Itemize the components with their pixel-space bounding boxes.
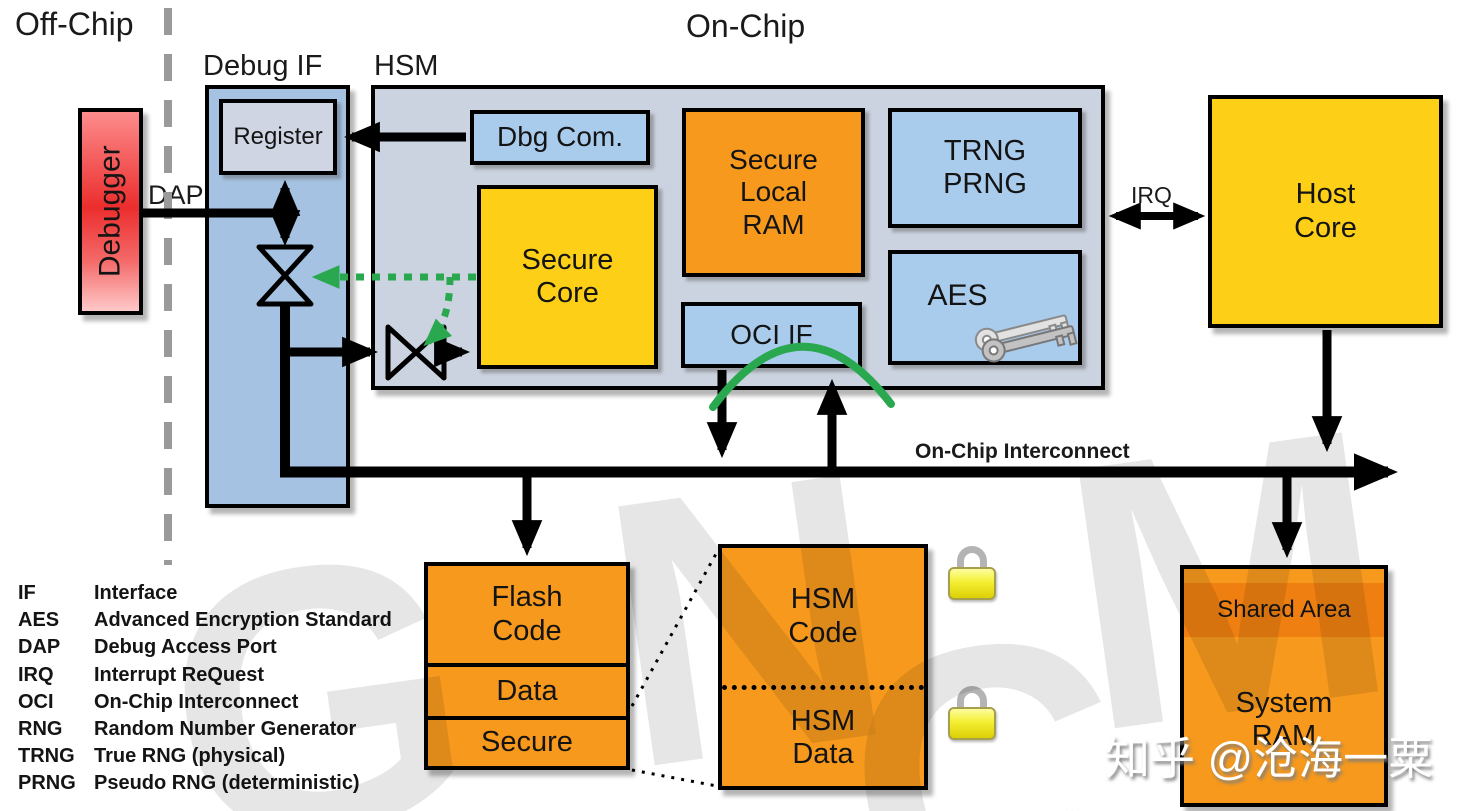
legend-desc: On-Chip Interconnect [94,690,299,713]
dap-signal-label: DAP [148,180,204,210]
flash-code-section: Flash Code [428,566,626,663]
system-ram-block: Shared Area System RAM [1180,565,1388,807]
flash-to-hsm-memory-dotted-bottom [631,768,718,788]
dbg-com-block: Dbg Com. [470,110,650,165]
lock-icon [946,546,998,602]
legend-desc: Advanced Encryption Standard [94,609,392,632]
hsm-code-section: HSM Code [722,548,924,690]
lock-body [948,567,996,600]
flash-secure-section: Secure [428,716,626,766]
flash-to-hsm-memory-dotted-top [630,551,719,707]
lock-body [948,707,996,740]
host-core-label: Host Core [1294,178,1357,244]
system-ram-top-strip [1184,569,1384,583]
lock-shackle [957,546,987,572]
secure-local-ram-label: Secure Local RAM [729,144,818,240]
flash-data-section: Data [428,663,626,716]
register-block: Register [219,99,337,175]
system-ram-label-area: System RAM [1184,637,1384,803]
hsm-data-label: HSM Data [790,704,856,770]
legend-abbr: DAP [18,636,61,659]
secure-local-ram-block: Secure Local RAM [682,108,865,277]
dbg-com-label: Dbg Com. [496,121,624,153]
legend-abbr: RNG [18,718,63,741]
flash-data-label: Data [496,674,558,707]
legend-abbr: PRNG [18,772,76,795]
legend-abbr: OCI [18,690,54,713]
hsm-code-label: HSM Code [788,583,858,649]
legend-row: IRQ Interrupt ReQuest [18,662,392,689]
key-icon [973,308,1085,370]
hsm-memory-block: HSM Code HSM Data [718,544,928,790]
legend-abbr: IF [18,582,36,604]
legend-desc: Debug Access Port [94,636,277,659]
legend-desc: Interface [94,582,178,604]
legend-row: TRNG True RNG (physical) [18,743,392,770]
interconnect-label: On-Chip Interconnect [915,440,1130,463]
debug-if-title: Debug IF [203,50,323,82]
aes-label: AES [927,279,988,313]
lock-shackle [957,686,987,712]
flash-block: Flash Code Data Secure [424,562,630,770]
legend-row: DAP Debug Access Port [18,634,392,661]
hsm-data-section: HSM Data [722,690,924,786]
legend-row: RNG Random Number Generator [18,716,392,743]
legend-abbr: TRNG [18,745,75,768]
legend-desc: Pseudo RNG (deterministic) [94,772,360,795]
legend-row: IF Interface [18,580,392,607]
system-ram-label: System RAM [1235,686,1333,752]
shared-area-band: Shared Area [1184,583,1384,637]
host-core-block: Host Core [1208,95,1443,328]
flash-code-label: Flash Code [491,581,563,647]
lock-icon [946,686,998,742]
legend-desc: True RNG (physical) [94,745,286,768]
secure-core-block: Secure Core [477,185,658,369]
secure-core-label: Secure Core [521,243,614,309]
debugger-label: Debugger [93,145,127,278]
trng-prng-block: TRNG PRNG [888,108,1082,228]
legend-row: PRNG Pseudo RNG (deterministic) [18,770,392,797]
flash-secure-label: Secure [481,726,573,759]
on-chip-region-label: On-Chip [686,8,806,44]
hsm-title: HSM [374,50,439,82]
aes-block: AES [888,250,1082,365]
trng-prng-label: TRNG PRNG [943,134,1027,200]
debugger-block: Debugger [78,108,143,315]
shared-area-label: Shared Area [1217,596,1351,624]
legend-desc: Random Number Generator [94,718,357,741]
legend-abbr: IRQ [18,663,54,686]
legend-desc: Interrupt ReQuest [94,663,265,686]
register-label: Register [233,123,323,151]
oci-if-label: OCI IF [730,318,813,350]
irq-signal-label: IRQ [1131,182,1172,208]
legend-abbr: AES [18,609,60,632]
oci-if-block: OCI IF [681,302,862,368]
off-chip-region-label: Off-Chip [15,6,134,42]
legend-row: AES Advanced Encryption Standard [18,607,392,634]
legend-row: OCI On-Chip Interconnect [18,689,392,716]
